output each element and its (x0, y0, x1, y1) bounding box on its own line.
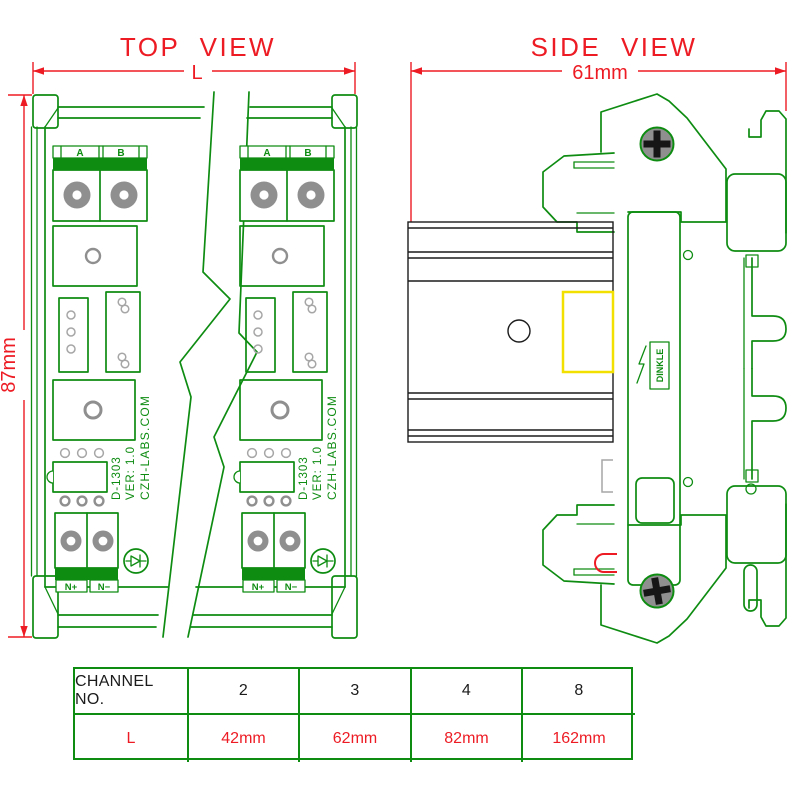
highlight-area (561, 290, 615, 374)
table-header-channel: CHANNEL NO. (75, 669, 189, 715)
table-length-ch3: 62mm (300, 715, 412, 762)
table-header-ch4: 4 (412, 669, 523, 715)
din-rail-cross-section (407, 221, 615, 493)
brand-label: DINKLE (655, 349, 665, 383)
model-number-text: D-1303 (111, 456, 123, 500)
table-length-ch8: 162mm (552, 729, 606, 747)
relay-body (52, 379, 136, 441)
end-bracket-bottom-left (32, 575, 59, 639)
dimension-width: 61mm (410, 62, 787, 222)
break-lines (162, 91, 258, 638)
terminal-b-label: B (117, 148, 124, 159)
length-dimension-label: L (191, 62, 202, 84)
table-header-ch3: 3 (300, 669, 412, 715)
height-dimension-label: 87mm (0, 337, 20, 393)
end-bracket-top-left (32, 94, 59, 129)
phillips-screw-bottom-icon (639, 573, 675, 609)
relay-body (52, 225, 138, 287)
width-dimension-label: 61mm (572, 62, 628, 84)
dinkle-logo: DINKLE (636, 341, 670, 390)
top-view-drawing: A B (30, 91, 358, 639)
dimension-length: L (32, 62, 356, 94)
neutral-minus-label: N− (98, 582, 111, 593)
table-row-label: L (75, 715, 189, 762)
connector (105, 291, 141, 373)
dimension-height: 87mm (0, 94, 32, 638)
side-view-drawing: DINKLE (407, 93, 787, 644)
channel-module-2 (232, 144, 341, 595)
neutral-plus-label: N+ (65, 582, 78, 593)
terminal-a-label: A (76, 148, 83, 159)
wire-clamp (542, 152, 615, 233)
table-length-ch2: 42mm (189, 715, 300, 762)
housing-upper-half (542, 93, 787, 370)
end-bracket-bottom-right (331, 575, 358, 639)
top-view-title: TOP VIEW (120, 32, 276, 62)
website-text: CZH-LABS.COM (138, 395, 152, 500)
ic-chip (52, 461, 108, 493)
channel-length-table: CHANNEL NO. 2 3 4 8 L 42mm 62mm 82mm 162… (73, 667, 635, 762)
rail-hole (507, 319, 531, 343)
table-header-ch2: 2 (189, 669, 300, 715)
version-text: VER: 1.0 (125, 446, 137, 500)
table-header-ch8: 8 (523, 669, 635, 715)
dinkle-logo-mark-icon (636, 345, 647, 384)
side-view-title: SIDE VIEW (531, 32, 698, 62)
spring-clip (594, 553, 617, 573)
phillips-screw-top-icon (639, 126, 675, 162)
drawing-canvas: TOP VIEW SIDE VIEW L 87mm 61mm (0, 32, 787, 644)
connector (58, 297, 89, 373)
diode-symbol-icon (123, 548, 149, 574)
channel-module: A B (46, 145, 152, 593)
din-clip-hook (748, 110, 787, 234)
end-bracket-top-right (331, 94, 358, 129)
table-length-ch4: 82mm (412, 715, 523, 762)
mounting-plate (627, 211, 681, 586)
